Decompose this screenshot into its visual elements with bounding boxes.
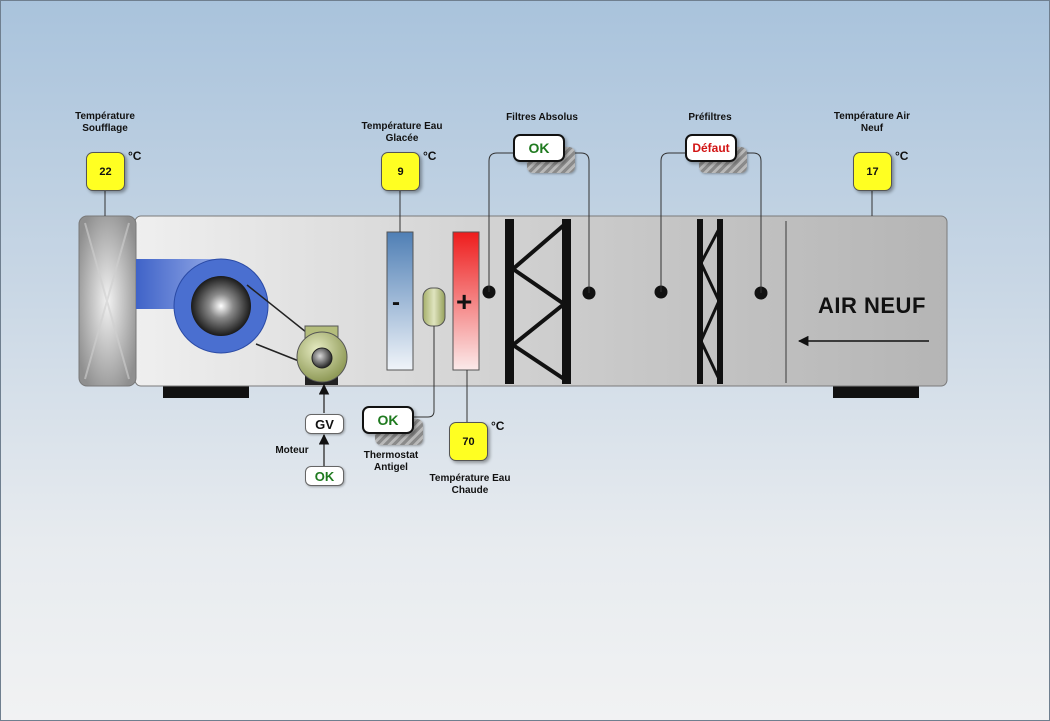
antigel-status[interactable]: OK: [362, 406, 414, 434]
fresh-air-temp-unit: °C: [895, 149, 909, 163]
fresh-air-label: AIR NEUF: [818, 293, 926, 318]
absolute-filter: [505, 219, 571, 384]
motor-shaft-icon: [311, 347, 333, 369]
unit-foot-right: [833, 386, 919, 398]
supply-temp-display[interactable]: 22: [86, 152, 125, 191]
motor-gv-command[interactable]: GV: [305, 414, 344, 434]
prefilter-status[interactable]: Défaut: [685, 134, 737, 162]
chilled-water-temp-display[interactable]: 9: [381, 152, 420, 191]
supply-temp-unit: °C: [128, 149, 142, 163]
unit-foot-left: [163, 386, 249, 398]
antigel-sensor: [422, 287, 446, 327]
fresh-air-temp-label: Température Air Neuf: [833, 111, 911, 134]
antigel-label: Thermostat Antigel: [363, 450, 419, 473]
prefilter: [697, 219, 723, 384]
hot-water-temp-unit: °C: [491, 419, 505, 433]
cold-coil: [386, 231, 414, 371]
supply-temp-label: Température Soufflage: [75, 111, 135, 134]
motor-status[interactable]: OK: [305, 466, 344, 486]
prefilter-label: Préfiltres: [688, 112, 732, 123]
absolute-filter-label: Filtres Absolus: [506, 112, 578, 123]
fan-impeller-icon: [191, 276, 251, 336]
absolute-filter-status[interactable]: OK: [513, 134, 565, 162]
chilled-water-temp-unit: °C: [423, 149, 437, 163]
hot-water-temp-display[interactable]: 70: [449, 422, 488, 461]
hot-coil: [452, 231, 480, 371]
motor-label: Moteur: [275, 445, 309, 456]
hot-coil-sign: +: [456, 286, 473, 317]
cold-coil-sign: -: [392, 289, 400, 316]
hot-water-temp-label: Température Eau Chaude: [429, 473, 511, 496]
fresh-air-temp-display[interactable]: 17: [853, 152, 892, 191]
chilled-water-temp-label: Température Eau Glacée: [361, 121, 443, 144]
